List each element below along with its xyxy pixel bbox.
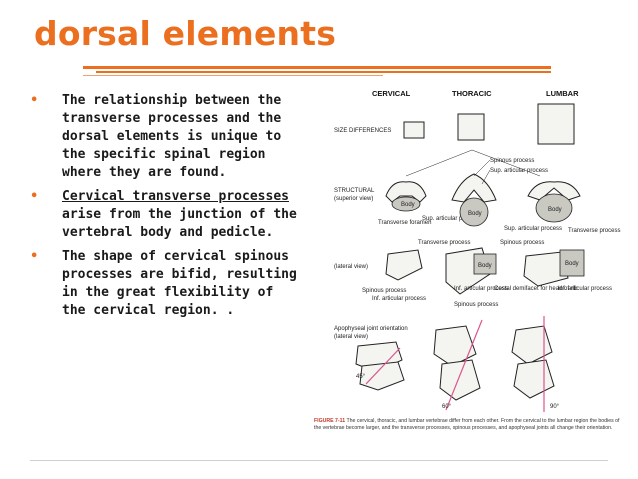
title-underline-3 xyxy=(83,75,383,76)
cervical-body-label: Body xyxy=(401,202,415,208)
lumbar-superior-body xyxy=(535,193,573,223)
lumbar-lateral-body xyxy=(559,249,585,277)
bullet-text: The relationship between the transverse … xyxy=(62,93,282,180)
cervical-apophyseal-vertebra-2 xyxy=(359,361,405,391)
bullet-item: • The relationship between the transvers… xyxy=(30,92,302,182)
row-label-lateral-view: (lateral view) xyxy=(334,264,368,270)
figure-caption-text: The cervical, thoracic, and lumbar verte… xyxy=(314,418,620,431)
bullet-dot-icon: • xyxy=(30,93,39,108)
bullet-text: arise from the junction of the vertebral… xyxy=(62,207,297,240)
label-costal-demifacet: Costal demifacet for head of rib xyxy=(494,286,578,292)
connector-lines xyxy=(405,149,541,177)
bullet-item: • The shape of cervical spinous processe… xyxy=(30,248,302,320)
cervical-lateral-vertebra xyxy=(385,249,423,281)
figure-caption-label: FIGURE 7-11 xyxy=(314,418,346,424)
title-underline-2 xyxy=(96,71,551,73)
row-label-apophyseal-view: (lateral view) xyxy=(334,334,368,340)
lumbar-body-label: Body xyxy=(548,207,562,213)
label-spinous-process: Spinous process xyxy=(490,158,534,164)
angle-label-60: 60° xyxy=(442,404,452,410)
figure-caption-box: FIGURE 7-11 The cervical, thoracic, and … xyxy=(314,418,620,431)
label-transverse-process-2: Transverse process xyxy=(418,240,470,246)
lumbar-lateral-vertebra xyxy=(523,251,569,287)
label-spinous-process-4: Spinous process xyxy=(454,302,498,308)
bullet-list: • The relationship between the transvers… xyxy=(30,92,302,326)
slide-title: dorsal elements xyxy=(34,14,337,53)
label-spinous-process-3: Spinous process xyxy=(500,240,544,246)
thoracic-apophyseal-vertebra-2 xyxy=(439,359,481,401)
cervical-superior-body xyxy=(391,196,421,212)
label-transverse-process: Transverse process xyxy=(568,228,620,234)
angle-label-45: 45° xyxy=(356,374,366,380)
lumbar-body-size xyxy=(537,103,575,145)
bullet-text: The shape of cervical spinous processes … xyxy=(62,249,297,318)
label-inf-articular-process: Inf. articular process xyxy=(372,296,426,302)
thoracic-lateral-body xyxy=(473,253,497,275)
column-header-thoracic: THORACIC xyxy=(452,89,492,98)
cervical-body-size xyxy=(403,121,425,139)
row-label-superior-view: (superior view) xyxy=(334,196,373,202)
row-label-structural: STRUCTURAL xyxy=(334,188,375,194)
column-header-lumbar: LUMBAR xyxy=(546,89,579,98)
vertebrae-illustration: CERVICAL THORACIC LUMBAR SIZE DIFFERENCE… xyxy=(314,89,620,431)
label-transverse-foramen: Transverse foramen xyxy=(378,220,431,226)
thoracic-apophyseal-vertebra-1 xyxy=(433,325,477,367)
row-label-size: SIZE DIFFERENCES xyxy=(334,128,391,134)
label-inf-articular-process-3: Inf. articular process xyxy=(558,286,612,292)
lumbar-lateral-body-label: Body xyxy=(565,261,579,267)
bullet-dot-icon: • xyxy=(30,249,39,264)
label-inf-articular-process-2: Inf. articular process xyxy=(454,286,508,292)
thoracic-superior-body xyxy=(459,197,489,227)
bullet-dot-icon: • xyxy=(30,189,39,204)
thoracic-superior-vertebra xyxy=(451,173,497,203)
vertebrae-figure: CERVICAL THORACIC LUMBAR SIZE DIFFERENCE… xyxy=(306,84,624,454)
thoracic-leader-lines xyxy=(473,159,491,185)
bullet-underlined-term: Cervical transverse processes xyxy=(62,189,289,204)
label-sup-articular-process: Sup. articular process xyxy=(490,168,548,174)
bullet-item: • Cervical transverse processes arise fr… xyxy=(30,188,302,242)
label-spinous-process-2: Spinous process xyxy=(362,288,406,294)
label-sup-articular-process-2: Sup. articular process xyxy=(422,216,480,222)
lumbar-apophyseal-vertebra-2 xyxy=(513,359,555,399)
cervical-superior-vertebra xyxy=(385,181,427,203)
bottom-divider xyxy=(30,460,608,461)
angle-label-90: 90° xyxy=(550,404,560,410)
thoracic-body-size xyxy=(457,113,485,141)
cervical-joint-angle-line xyxy=(365,347,401,385)
row-label-apophyseal: Apophyseal joint orientation xyxy=(334,326,408,332)
title-underline xyxy=(83,66,551,69)
lumbar-superior-vertebra xyxy=(527,181,581,201)
thoracic-body-label: Body xyxy=(468,211,482,217)
thoracic-joint-angle-line xyxy=(445,319,483,411)
column-header-cervical: CERVICAL xyxy=(372,89,411,98)
label-sup-articular-process-3: Sup. articular process xyxy=(504,226,562,232)
thoracic-lateral-body-label: Body xyxy=(478,263,492,269)
lumbar-apophyseal-vertebra-1 xyxy=(511,325,553,365)
